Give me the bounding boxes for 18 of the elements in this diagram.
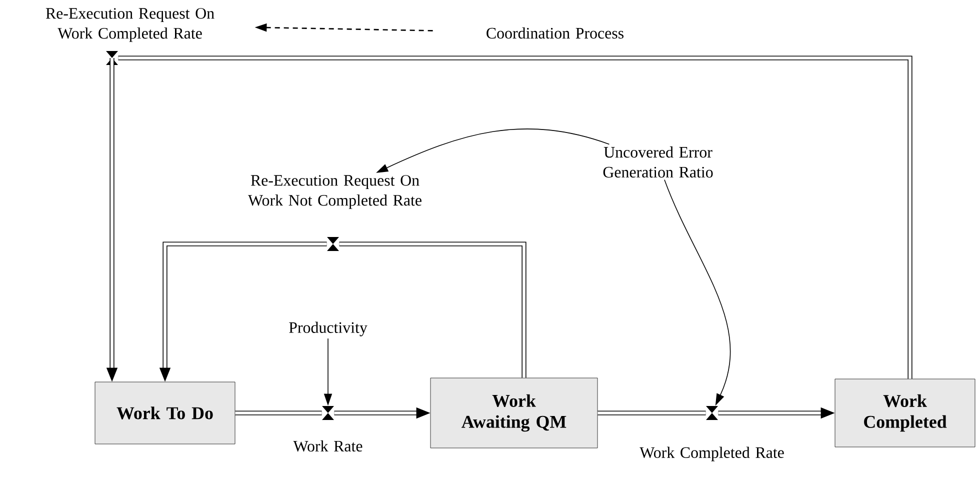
stock-box: Work To Do: [94, 382, 236, 444]
stock-flow-pipe: [235, 410, 322, 416]
stock-flow-pipe: [118, 56, 912, 379]
valve-symbol: [327, 237, 339, 251]
stock-box: Work Completed: [834, 378, 976, 448]
variable-label: Re-Execution Request On Work Completed Rate: [46, 8, 214, 42]
variable-label: Work Rate: [293, 440, 362, 452]
variable-label: Coordination Process: [486, 27, 624, 39]
stock-flow-pipe: [339, 242, 526, 378]
stock-flow-pipe: [598, 410, 706, 416]
variable-label: Re-Execution Request On Work Not Completed Rate: [248, 175, 422, 209]
valve-symbol: [322, 406, 334, 420]
valve-symbol: [106, 51, 118, 65]
stock-box: Work Awaiting QM: [430, 378, 598, 448]
variable-label: Uncovered Error Generation Ratio: [603, 146, 713, 178]
variable-label: Productivity: [289, 322, 368, 336]
valve-symbol: [706, 406, 718, 420]
variable-label: Work Completed Rate: [640, 446, 784, 462]
